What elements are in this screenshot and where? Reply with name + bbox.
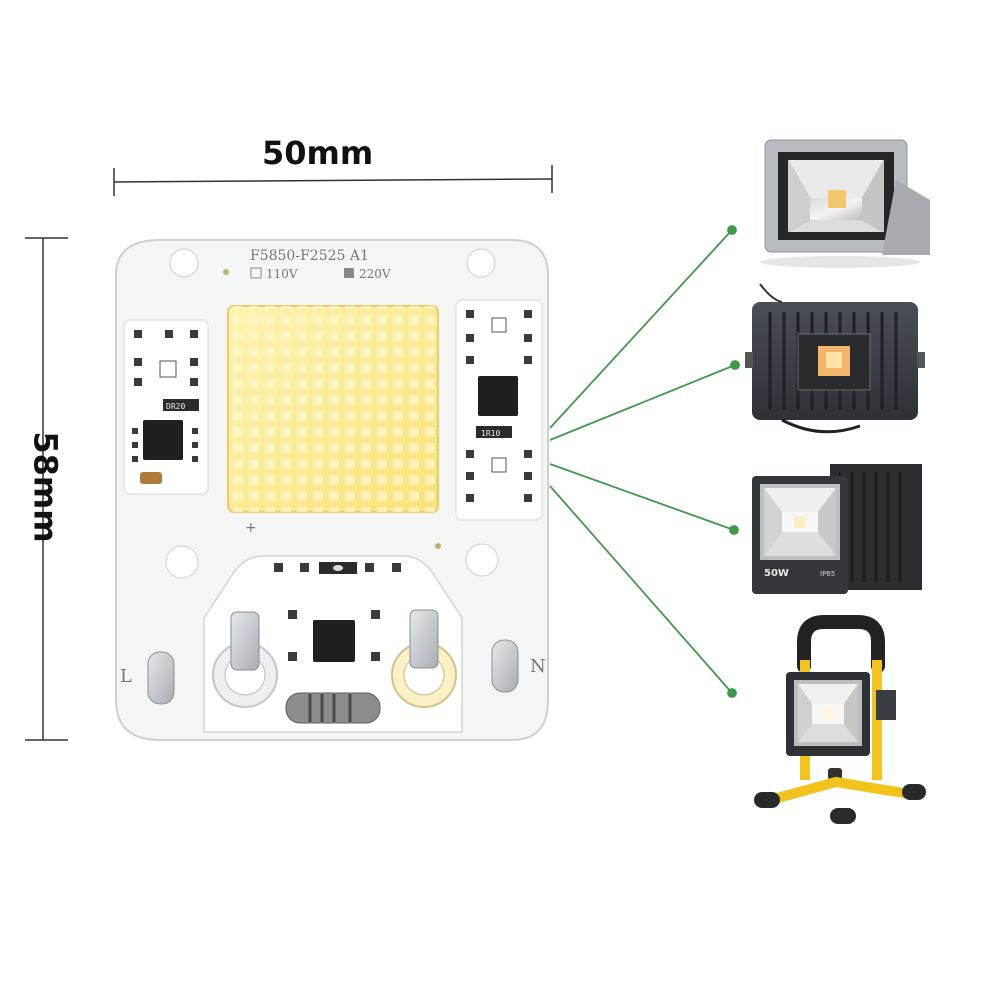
chip-code-2: 1R10 <box>481 429 500 438</box>
width-dimension <box>113 165 553 196</box>
floodlight-silver <box>760 139 930 268</box>
lamp-power-label: 50W <box>764 568 789 579</box>
board-model-text: F5850-F2525 A1 <box>250 248 369 264</box>
right-terminal <box>391 609 457 708</box>
lamp-rating-label: IP65 <box>820 570 835 578</box>
pad-right <box>491 639 519 693</box>
voltage-220-label: 220V <box>359 267 391 281</box>
driver-ic-right <box>478 376 518 416</box>
mounting-hole <box>465 543 499 577</box>
chip-code-1: DR20 <box>166 402 185 411</box>
floodlight-dark-finned <box>745 283 925 434</box>
portable-work-light <box>754 615 926 824</box>
floodlight-50w: 50W IP65 <box>752 464 922 594</box>
terminal-n-label: N <box>530 656 546 677</box>
connector-lines <box>549 225 740 698</box>
left-terminal <box>212 611 278 708</box>
terminal-l-label: L <box>120 666 132 687</box>
mounting-hole <box>466 248 496 278</box>
driver-ic-left <box>143 420 183 460</box>
plus-mark: + <box>245 520 257 536</box>
pad-left <box>147 651 175 705</box>
led-board: DR20 1R10 F5850-F2525 A1 110V 220V + <box>115 239 549 741</box>
voltage-110-label: 110V <box>266 267 298 281</box>
resistor-chip <box>476 426 512 438</box>
height-dimension-label: 58mm <box>26 431 65 543</box>
resistor-chip <box>163 399 199 411</box>
width-dimension-label: 50mm <box>262 134 374 172</box>
mounting-hole <box>165 545 199 579</box>
mounting-hole <box>169 248 199 278</box>
height-dimension <box>25 237 68 741</box>
bridge-ic <box>313 620 355 662</box>
